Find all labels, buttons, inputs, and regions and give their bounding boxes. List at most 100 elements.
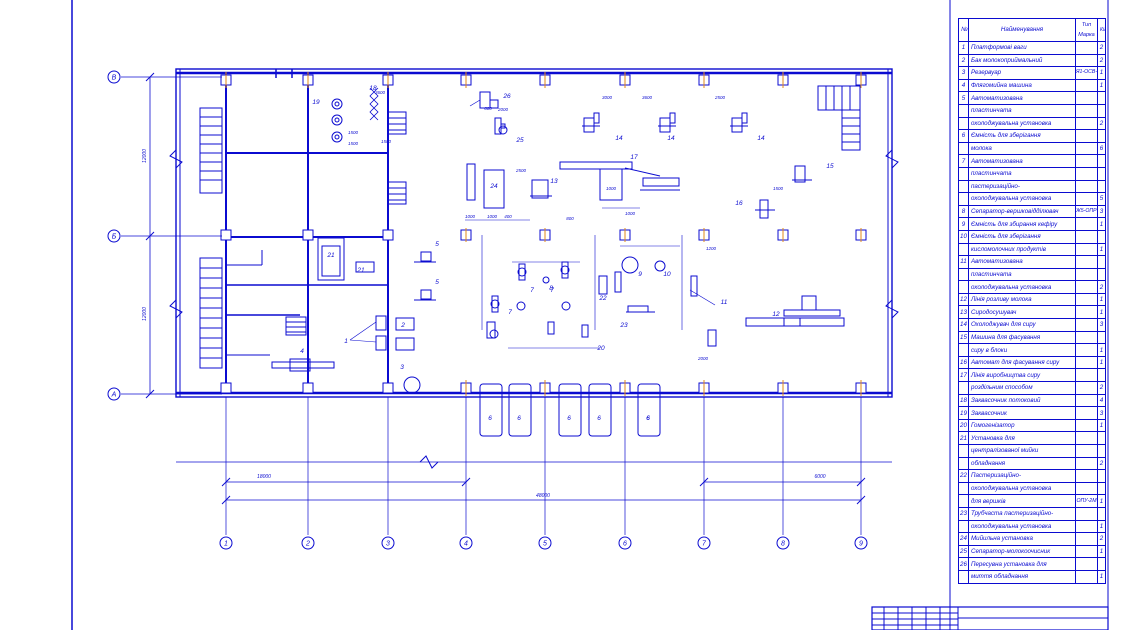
legend-cell-num (958, 569, 969, 584)
legend-cell-type (1075, 255, 1098, 269)
grid-column-1-label: 1 (224, 541, 228, 548)
legend-cell-qty: 1 (1097, 242, 1106, 257)
legend-cell-num: 18 (958, 393, 969, 408)
legend-cell-num: 10 (958, 229, 969, 244)
legend-cell-num (958, 494, 969, 508)
dim-misc-18: 1200 (706, 246, 717, 251)
legend-cell-num (958, 456, 969, 471)
equipment-label-2: 2 (400, 322, 405, 329)
legend-cell-qty: 1 (1097, 343, 1106, 357)
legend-cell-type (1075, 330, 1098, 345)
grid-column-3-label: 3 (386, 541, 390, 548)
legend-cell-qty (1097, 557, 1106, 571)
legend-cell-type: ОПУ-2М (1075, 494, 1098, 508)
legend-cell-qty: 3 (1097, 204, 1106, 219)
legend-cell-num (958, 267, 969, 282)
legend-cell-num: 23 (958, 506, 969, 521)
equipment-label-23: 14 (667, 135, 675, 142)
equipment-label-19: 11 (721, 299, 728, 306)
legend-cell-num (958, 343, 969, 357)
equipment-label-25: 15 (826, 163, 834, 170)
legend-cell-name: централізованої мийки (968, 444, 1076, 458)
equipment-label-28: 18 (369, 85, 377, 92)
grid-column-8-label: 8 (781, 541, 785, 548)
legend-cell-name: Гомогенізатор (968, 418, 1076, 433)
equipment-label-1: 1 (344, 338, 348, 345)
legend-cell-qty (1097, 444, 1106, 458)
legend-cell-type (1075, 53, 1098, 68)
legend-cell-qty: 2 (1097, 456, 1106, 471)
equipment-label-24: 14 (757, 135, 765, 142)
grid-column-4-label: 4 (464, 541, 468, 548)
legend-cell-qty (1097, 166, 1106, 181)
legend-cell-qty: 1 (1097, 292, 1106, 307)
legend-cell-name: Ємність для зберігання (968, 129, 1076, 143)
legend-cell-name: Лінія виробництва сиру (968, 368, 1076, 383)
legend-cell-name: Пастеризаційно- (968, 469, 1076, 483)
legend-cell-qty: 6 (1097, 141, 1106, 156)
legend-cell-type (1075, 506, 1098, 521)
dim-misc-13: 1000 (465, 214, 476, 219)
legend-cell-type (1075, 381, 1098, 395)
dim-misc-6: 1500 (381, 139, 392, 144)
legend-cell-name: Сепаратор-молокоочисник (968, 544, 1076, 559)
dim-left-top: 12000 (142, 149, 148, 163)
grid-column-9-label: 9 (859, 541, 863, 548)
legend-cell-name: Бак молокоприймальний (968, 53, 1076, 68)
legend-cell-num: 21 (958, 431, 969, 445)
equipment-label-16: 8 (549, 285, 553, 292)
legend-cell-type (1075, 103, 1098, 118)
dim-misc-14: 1000 (606, 186, 617, 191)
grid-row-2-label-circle (107, 229, 121, 243)
grid-column-8-label-circle (776, 536, 790, 550)
legend-cell-name: для вершків (968, 494, 1076, 508)
equipment-label-7: 6 (488, 415, 492, 422)
equipment-label-33: 22 (598, 295, 607, 302)
dim-misc-15: 1000 (625, 211, 636, 216)
legend-cell-num: 14 (958, 318, 969, 332)
legend-cell-name: Лінія розливу молока (968, 292, 1076, 307)
legend-cell-num (958, 280, 969, 294)
legend-cell-qty: 1 (1097, 519, 1106, 534)
legend-cell-num: 12 (958, 292, 969, 307)
equipment-label-11: 6 (646, 415, 650, 422)
legend-cell-num: 15 (958, 330, 969, 345)
legend-cell-qty: 2 (1097, 280, 1106, 294)
dim-misc-10: 600 (484, 106, 492, 111)
dim-misc-19: 2000 (697, 356, 709, 361)
legend-cell-num: 1 (958, 41, 969, 55)
legend-cell-qty: 1 (1097, 78, 1106, 93)
legend-cell-type (1075, 78, 1098, 93)
legend-cell-qty (1097, 330, 1106, 345)
grid-column-2-label: 2 (305, 541, 310, 548)
legend-cell-type (1075, 532, 1098, 546)
legend-cell-qty (1097, 481, 1106, 496)
legend-row: пастеризаційно- (958, 179, 1106, 194)
legend-cell-num: 11 (958, 255, 969, 269)
legend-cell-type (1075, 267, 1098, 282)
legend-cell-num (958, 179, 969, 194)
legend-cell-qty (1097, 154, 1106, 168)
legend-cell-type: Ж5-ОПР-5 (1075, 204, 1098, 219)
dim-misc-12: 1000 (487, 214, 498, 219)
equipment-label-17: 9 (638, 271, 642, 278)
legend-cell-qty: 1 (1097, 305, 1106, 320)
legend-cell-num (958, 116, 969, 131)
equipment-label-4: 4 (300, 348, 304, 355)
legend-cell-num: 6 (958, 129, 969, 143)
legend-cell-name: Сепаратор-вершковідділювач (968, 204, 1076, 219)
legend-cell-type (1075, 217, 1098, 231)
legend-cell-qty: 2 (1097, 116, 1106, 131)
legend-cell-name: миття обладнання (968, 569, 1076, 584)
legend-cell-type (1075, 280, 1098, 294)
legend-header-qty: Кіл. (1097, 18, 1106, 42)
